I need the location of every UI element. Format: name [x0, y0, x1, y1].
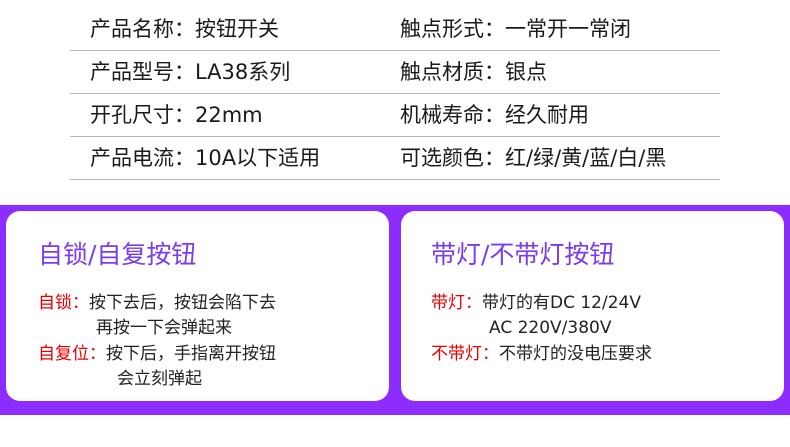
spec-contact-form: 触点形式：一常开一常闭 — [400, 16, 631, 41]
note-text-cont: 会立刻弹起 — [117, 369, 202, 389]
spec-model: 产品型号：LA38系列 — [90, 59, 291, 84]
spec-contact-material: 触点材质：银点 — [400, 59, 547, 84]
info-panels: 自锁/自复按钮 自锁：按下去后，按钮会陷下去 再按一下会弹起来 自复位：按下后，… — [0, 205, 790, 415]
spec-table: 产品名称：按钮开关 触点形式：一常开一常闭 产品型号：LA38系列 触点材质：银… — [70, 8, 720, 180]
note-tag: 带灯： — [431, 293, 482, 313]
spec-row: 产品电流：10A以下适用 可选颜色：红/绿/黄/蓝/白/黑 — [70, 137, 720, 180]
light-title: 带灯/不带灯按钮 — [431, 240, 615, 269]
spec-row: 开孔尺寸：22mm 机械寿命：经久耐用 — [70, 94, 720, 137]
with-light-note: 带灯：带灯的有DC 12/24V AC 220V/380V — [431, 291, 641, 341]
note-tag: 自锁： — [38, 293, 89, 313]
note-tag: 自复位： — [38, 344, 106, 364]
spec-mechanical-life: 机械寿命：经久耐用 — [400, 102, 589, 127]
self-lock-title: 自锁/自复按钮 — [38, 240, 197, 269]
light-card: 带灯/不带灯按钮 带灯：带灯的有DC 12/24V AC 220V/380V 不… — [401, 211, 784, 401]
note-text: 按下去后，按钮会陷下去 — [89, 293, 276, 313]
spec-current: 产品电流：10A以下适用 — [90, 145, 321, 170]
spec-colors: 可选颜色：红/绿/黄/蓝/白/黑 — [400, 145, 667, 170]
spec-row: 产品名称：按钮开关 触点形式：一常开一常闭 — [70, 8, 720, 51]
note-tag: 不带灯： — [431, 344, 499, 364]
spec-row: 产品型号：LA38系列 触点材质：银点 — [70, 51, 720, 94]
note-text: 带灯的有DC 12/24V — [482, 293, 641, 313]
note-text: 不带灯的没电压要求 — [499, 344, 652, 364]
self-lock-card: 自锁/自复按钮 自锁：按下去后，按钮会陷下去 再按一下会弹起来 自复位：按下后，… — [6, 211, 389, 401]
note-text-cont: 再按一下会弹起来 — [96, 318, 232, 338]
self-lock-note: 自锁：按下去后，按钮会陷下去 再按一下会弹起来 — [38, 291, 276, 341]
spec-product-name: 产品名称：按钮开关 — [90, 16, 279, 41]
note-text-cont: AC 220V/380V — [489, 318, 612, 338]
spec-hole-size: 开孔尺寸：22mm — [90, 102, 263, 127]
without-light-note: 不带灯：不带灯的没电压要求 — [431, 342, 652, 367]
self-reset-note: 自复位：按下后，手指离开按钮 会立刻弹起 — [38, 342, 276, 392]
note-text: 按下后，手指离开按钮 — [106, 344, 276, 364]
